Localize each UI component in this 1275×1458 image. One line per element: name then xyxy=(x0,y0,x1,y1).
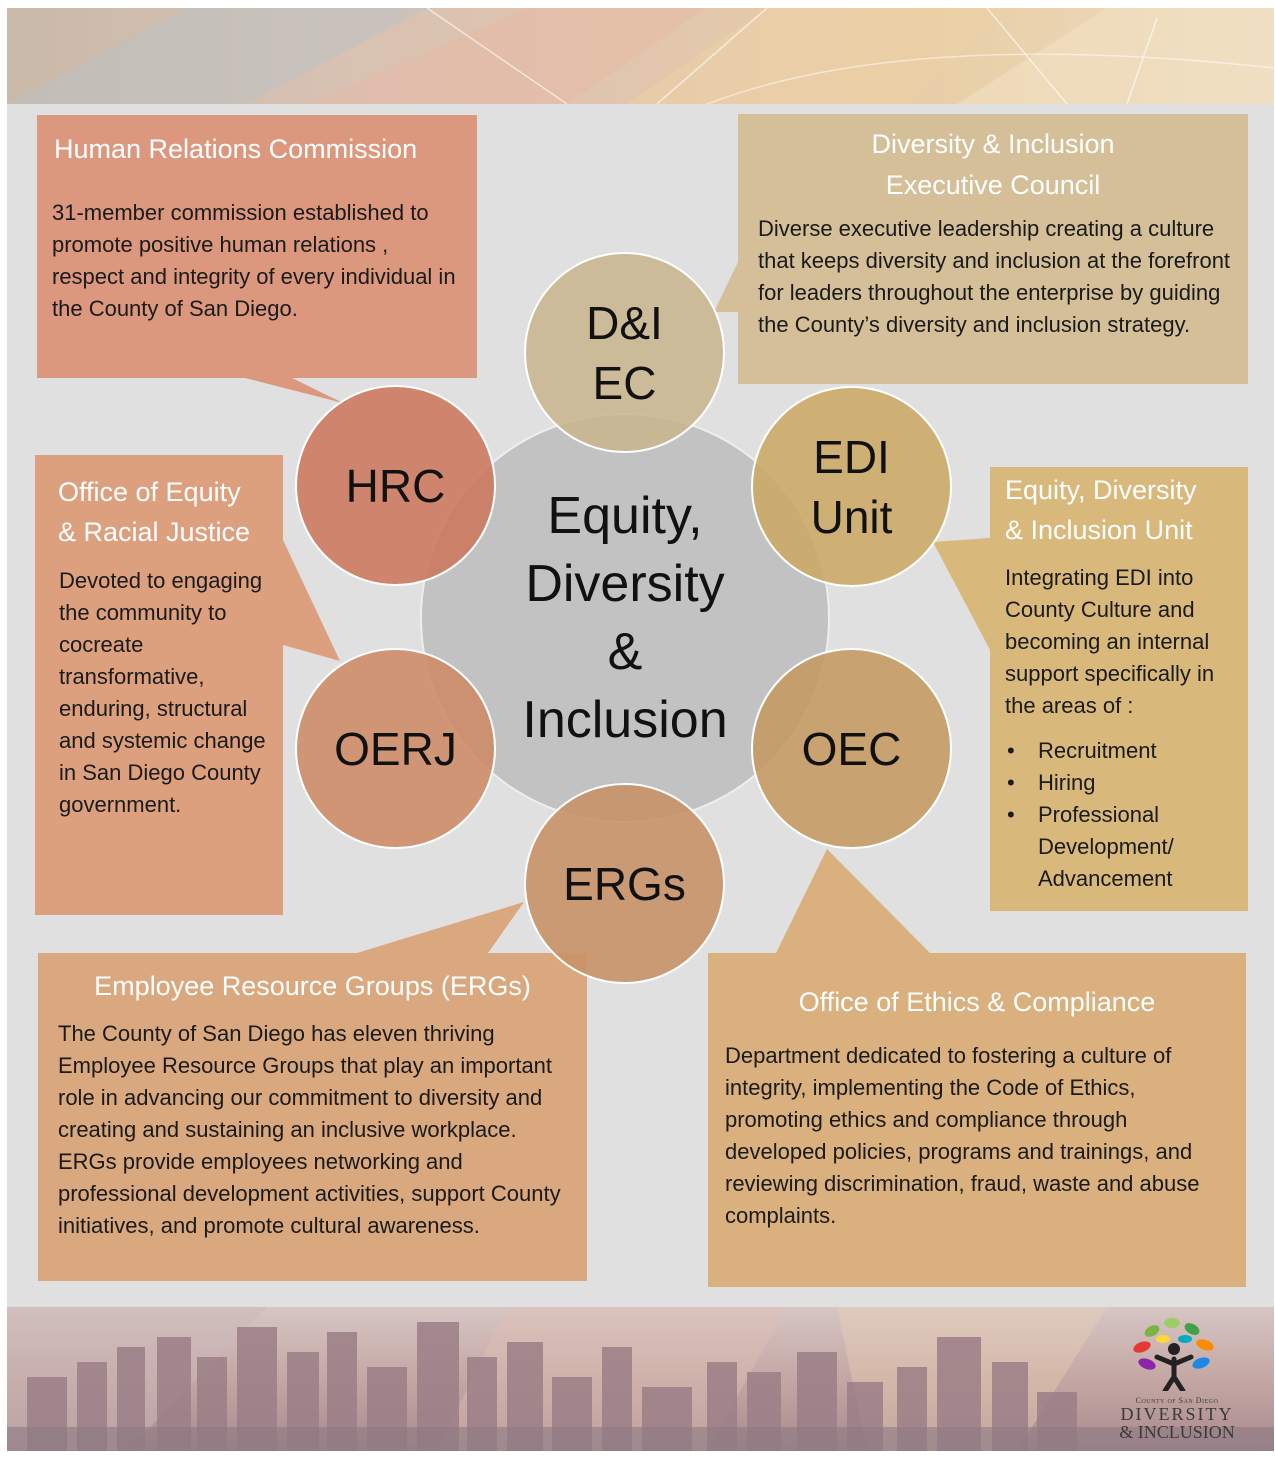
dei-ec-title-line2: Executive Council xyxy=(885,170,1101,200)
ergs-circle: ERGs xyxy=(524,783,725,984)
oerj-circle-label: OERJ xyxy=(334,722,457,775)
dei-ec-circle-label: D&I EC xyxy=(586,296,663,409)
oec-description: Department dedicated to fostering a cult… xyxy=(725,1043,1200,1228)
hrc-description: 31-member commission established to prom… xyxy=(52,200,456,321)
ergs-circle-label: ERGs xyxy=(563,857,686,910)
edi-unit-title-line1: Equity, Diversity xyxy=(1005,475,1197,505)
header-banner xyxy=(7,8,1274,104)
oerj-circle: OERJ xyxy=(295,648,496,849)
edi-unit-bullet-list: Recruitment Hiring Professional Developm… xyxy=(1005,735,1240,895)
oec-circle-label: OEC xyxy=(801,722,902,775)
oerj-title-line2: & Racial Justice xyxy=(58,517,251,547)
diversity-inclusion-logo: County of San Diego Diversity & Inclusio… xyxy=(1097,1309,1257,1449)
logo-line1: Diversity xyxy=(1120,1404,1234,1424)
bullet-item: Professional Development/ Advancement xyxy=(1005,799,1240,895)
oec-title: Office of Ethics & Compliance xyxy=(798,987,1156,1017)
hrc-box: Human Relations Commission 31-member com… xyxy=(37,115,477,378)
oerj-title-line1: Office of Equity xyxy=(58,477,241,507)
hrc-title: Human Relations Commission xyxy=(54,134,418,164)
oec-box: Office of Ethics & Compliance Department… xyxy=(708,953,1246,1287)
hrc-circle: HRC xyxy=(295,385,496,586)
logo-small-text: County of San Diego xyxy=(1135,1396,1219,1405)
oec-circle: OEC xyxy=(751,648,952,849)
edi-unit-circle: EDI Unit xyxy=(751,386,952,587)
bullet-item: Hiring xyxy=(1005,767,1240,799)
edi-unit-description: Integrating EDI into County Culture and … xyxy=(1005,565,1215,718)
bullet-item: Recruitment xyxy=(1005,735,1240,767)
dei-ec-description: Diverse executive leadership creating a … xyxy=(758,216,1231,337)
ergs-pointer xyxy=(357,902,524,953)
oerj-description: Devoted to engaging the community to coc… xyxy=(59,568,266,817)
dei-ec-title-line1: Diversity & Inclusion xyxy=(871,129,1115,159)
tree-person-icon xyxy=(1133,1318,1214,1394)
dei-ec-circle: D&I EC xyxy=(524,252,725,453)
edi-unit-title-line2: & Inclusion Unit xyxy=(1005,515,1193,545)
footer-skyline-banner: County of San Diego Diversity & Inclusio… xyxy=(7,1307,1274,1451)
oerj-pointer xyxy=(283,540,340,661)
oerj-box: Office of Equity & Racial Justice Devote… xyxy=(35,455,283,915)
dei-ec-pointer xyxy=(714,262,738,312)
ergs-box: Employee Resource Groups (ERGs) The Coun… xyxy=(38,953,587,1281)
edi-unit-box: Equity, Diversity & Inclusion Unit Integ… xyxy=(990,467,1248,911)
edi-unit-pointer xyxy=(933,538,990,650)
city-skyline-image xyxy=(7,1307,1274,1451)
ergs-description: The County of San Diego has eleven thriv… xyxy=(58,1021,561,1238)
dei-ec-box: Diversity & Inclusion Executive Council … xyxy=(738,114,1248,384)
hrc-pointer xyxy=(245,378,343,403)
edi-unit-circle-label: EDI Unit xyxy=(810,430,893,543)
ergs-title: Employee Resource Groups (ERGs) xyxy=(94,971,531,1001)
center-label: Equity, Diversity & Inclusion xyxy=(522,487,728,749)
header-geometric-pattern xyxy=(7,8,1274,104)
oec-pointer xyxy=(776,849,930,953)
hrc-circle-label: HRC xyxy=(345,459,446,512)
logo-line2: & Inclusion xyxy=(1119,1422,1235,1442)
